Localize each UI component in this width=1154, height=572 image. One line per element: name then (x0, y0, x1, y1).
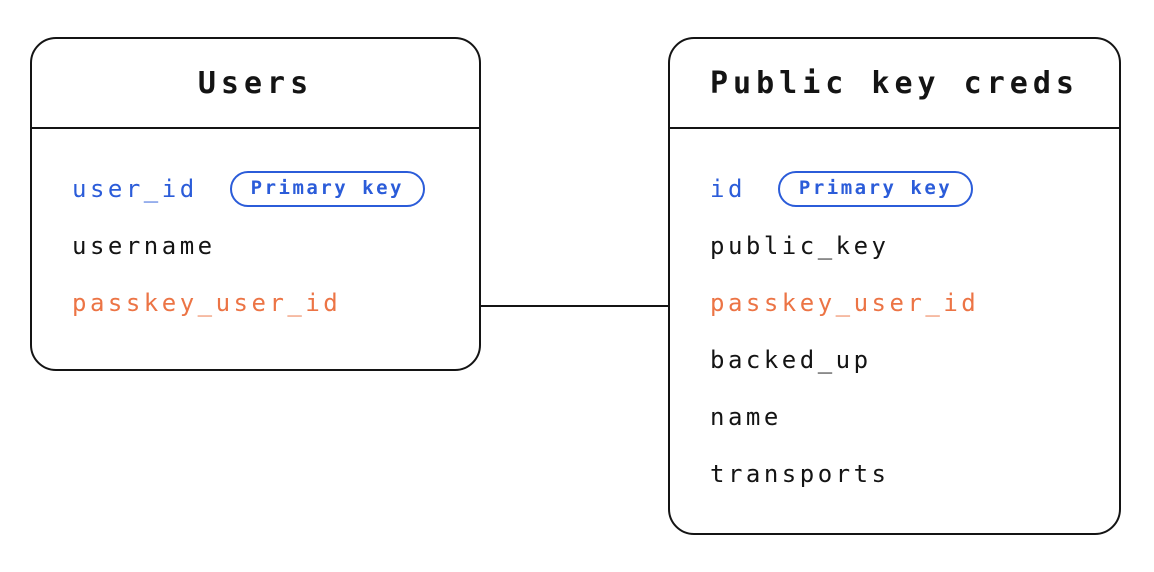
field-row-passkey-user-id: passkey_user_id (710, 274, 1119, 331)
table-users: Users user_id Primary key username passk… (30, 37, 481, 371)
field-row-backed-up: backed_up (710, 331, 1119, 388)
primary-key-badge: Primary key (229, 170, 425, 207)
field-name-passkey-user-id: passkey_user_id (710, 288, 980, 317)
table-public-key-creds-body: id Primary key public_key passkey_user_i… (670, 129, 1119, 502)
table-public-key-creds: Public key creds id Primary key public_k… (668, 37, 1121, 535)
primary-key-badge: Primary key (777, 170, 974, 207)
field-name-username: username (72, 231, 216, 260)
field-name-id: id (710, 174, 746, 203)
table-users-body: user_id Primary key username passkey_use… (32, 129, 479, 331)
field-name-user-id: user_id (72, 174, 198, 203)
field-name-transports: transports (710, 459, 890, 488)
table-public-key-creds-title: Public key creds (670, 39, 1119, 129)
field-row-id: id Primary key (710, 160, 1119, 217)
field-row-public-key: public_key (710, 217, 1119, 274)
table-users-title: Users (32, 39, 479, 129)
field-name-name: name (710, 402, 782, 431)
field-name-public-key: public_key (710, 231, 890, 260)
field-row-transports: transports (710, 445, 1119, 502)
field-name-backed-up: backed_up (710, 345, 872, 374)
field-name-passkey-user-id: passkey_user_id (72, 288, 342, 317)
field-row-name: name (710, 388, 1119, 445)
relationship-line (480, 305, 669, 307)
field-row-user-id: user_id Primary key (72, 160, 479, 217)
field-row-username: username (72, 217, 479, 274)
field-row-passkey-user-id: passkey_user_id (72, 274, 479, 331)
